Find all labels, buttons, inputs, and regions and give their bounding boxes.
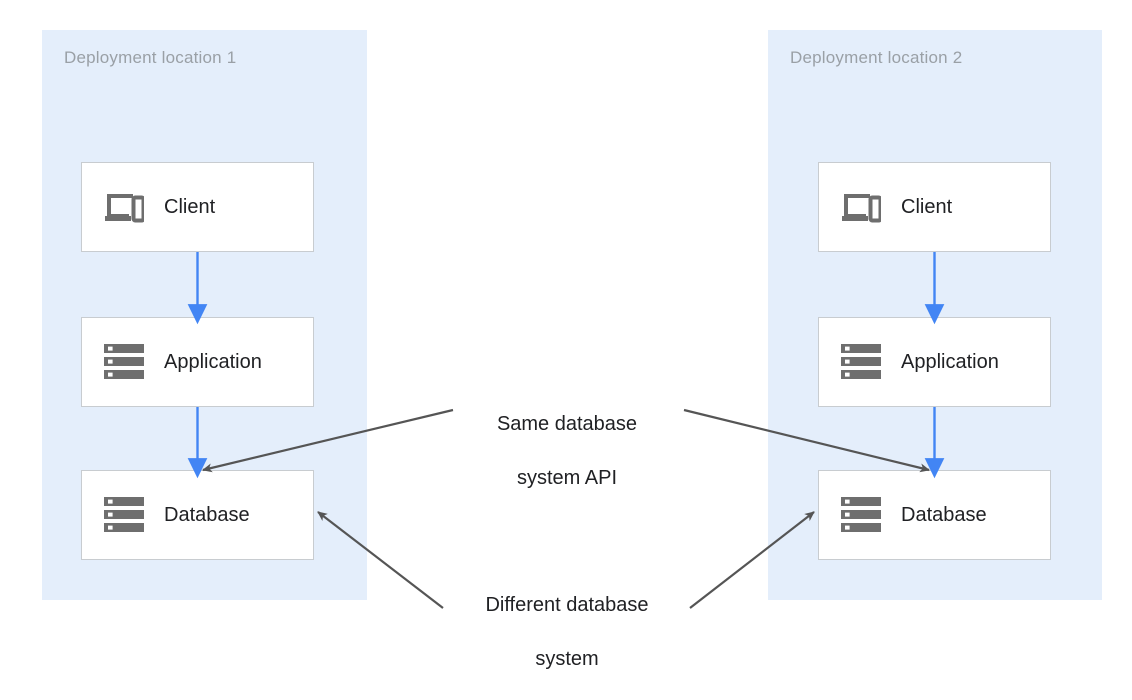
diagram-canvas: Deployment location 1 Client Application (42, 30, 1102, 670)
server-icon (839, 493, 883, 537)
node-database-1-label: Database (164, 503, 250, 526)
annotation-same-api-line-1: Same database (496, 413, 638, 435)
node-application-2-label: Application (901, 350, 999, 373)
node-application-1-label: Application (164, 350, 262, 373)
node-client-2[interactable]: Client (818, 162, 1051, 252)
server-icon (102, 340, 146, 384)
annotation-different-system-line-1: Different database (485, 594, 649, 616)
node-application-1[interactable]: Application (81, 317, 314, 407)
zone-1-label: Deployment location 1 (64, 48, 237, 67)
zone-2-label: Deployment location 2 (790, 48, 963, 67)
devices-icon (839, 185, 883, 229)
annotation-different-system-line-2: system (535, 648, 599, 670)
node-database-1[interactable]: Database (81, 470, 314, 560)
node-client-1[interactable]: Client (81, 162, 314, 252)
annotation-different-database-system: Different database system (452, 565, 682, 700)
annotation-same-database-system-api: Same database system API (452, 384, 682, 519)
node-database-2[interactable]: Database (818, 470, 1051, 560)
node-client-1-label: Client (164, 195, 216, 218)
node-database-2-label: Database (901, 503, 987, 526)
annotation-same-api-line-2: system API (516, 467, 618, 489)
server-icon (839, 340, 883, 384)
node-application-2[interactable]: Application (818, 317, 1051, 407)
node-client-2-label: Client (901, 195, 953, 218)
server-icon (102, 493, 146, 537)
devices-icon (102, 185, 146, 229)
